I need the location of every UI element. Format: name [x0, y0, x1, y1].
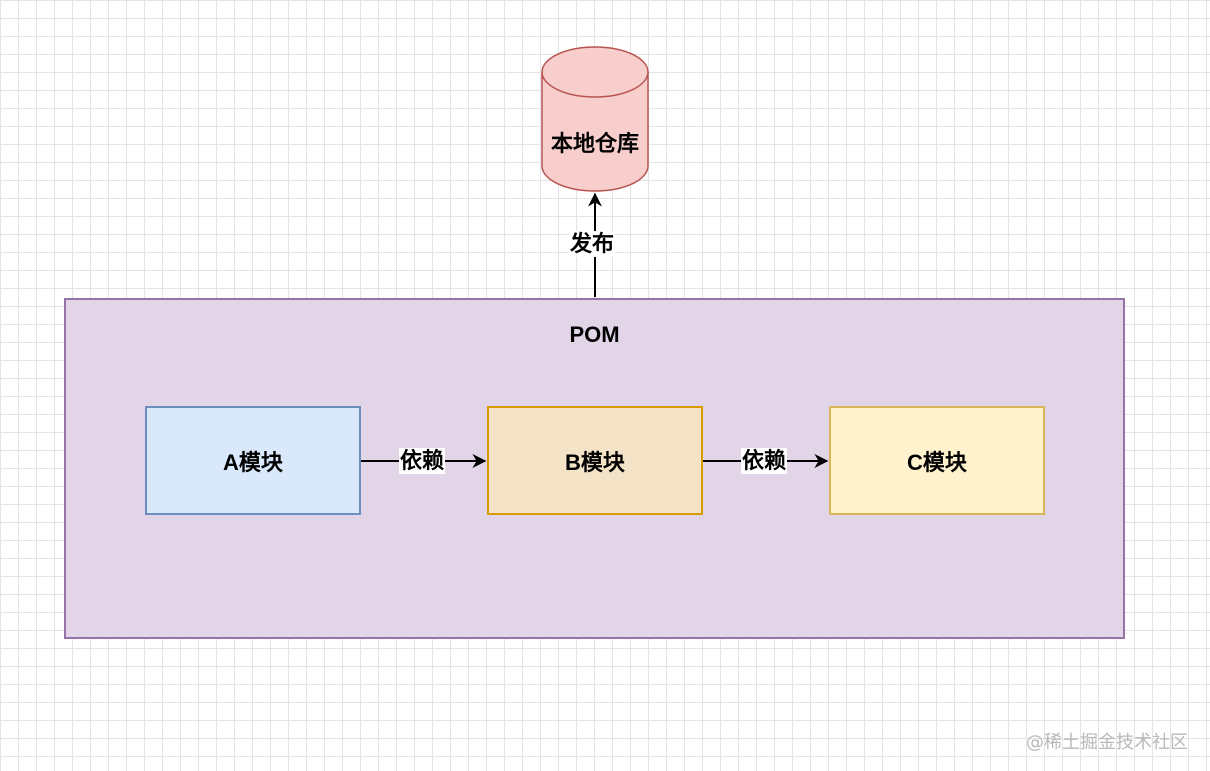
repository-label: 本地仓库 — [550, 131, 639, 156]
watermark: @稀土掘金技术社区 — [1026, 732, 1188, 753]
module-c-box[interactable]: C模块 — [829, 406, 1045, 515]
pom-title: POM — [569, 322, 620, 347]
module-a-label: A模块 — [223, 449, 283, 475]
dependency-edge-label: 依赖 — [399, 448, 446, 474]
module-c-label: C模块 — [907, 449, 967, 475]
module-b-label: B模块 — [565, 449, 625, 475]
module-a-box[interactable]: A模块 — [145, 406, 361, 515]
cylinder-shape — [541, 46, 649, 192]
dependency-edge-label: 依赖 — [741, 448, 788, 474]
module-b-box[interactable]: B模块 — [487, 406, 703, 515]
local-repository-cylinder[interactable]: 本地仓库 — [541, 46, 649, 192]
publish-edge-label: 发布 — [569, 231, 616, 257]
